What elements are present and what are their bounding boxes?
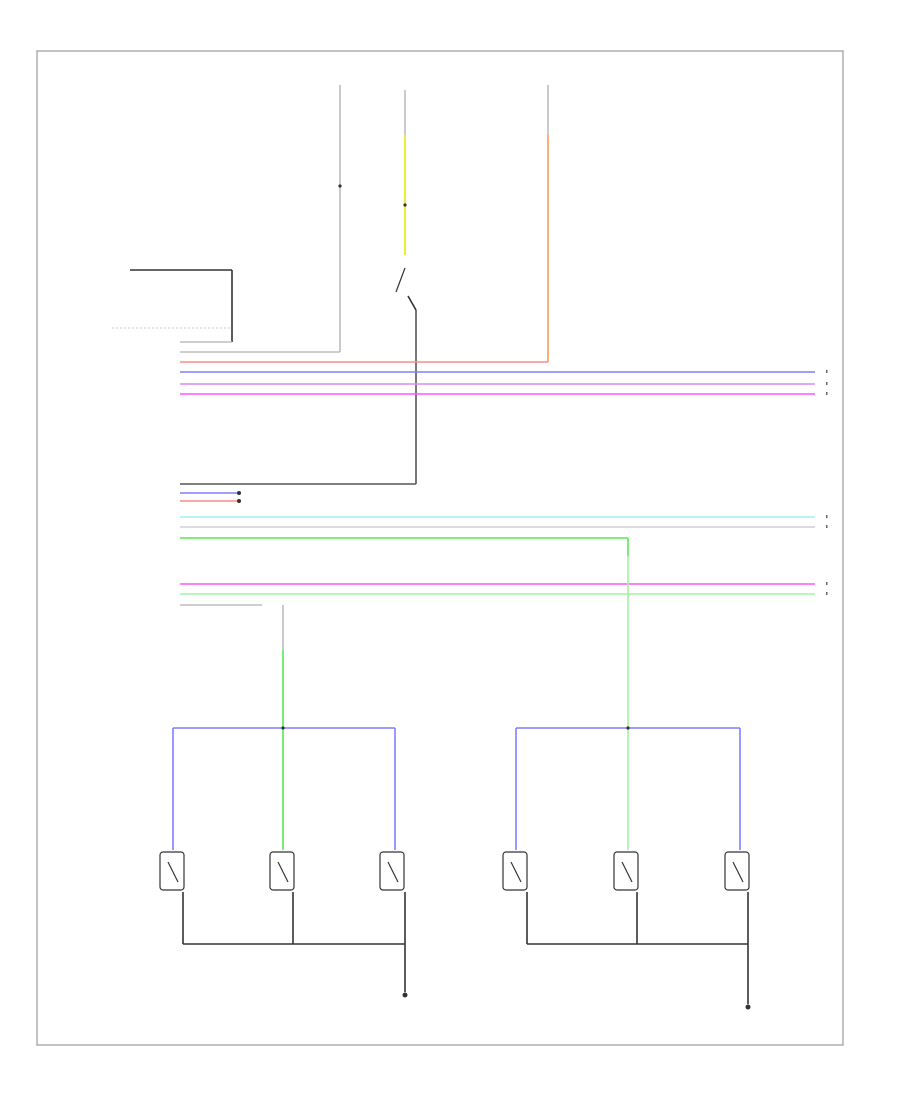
ground-right (745, 1004, 751, 1010)
switch-1 (159, 851, 185, 891)
pin-group-3 (180, 583, 815, 606)
diagram-frame (36, 50, 844, 1046)
right-connectors (826, 370, 828, 595)
wire-feed2-lower (407, 295, 417, 311)
pin-group-1 (180, 351, 815, 395)
switch-2 (269, 851, 295, 891)
feed-1 (338, 85, 342, 352)
feed1-node (338, 184, 342, 188)
ground-left (402, 992, 408, 998)
switch-4 (502, 851, 528, 891)
switch-3 (379, 851, 405, 891)
left-connector (112, 269, 233, 343)
switch-6 (724, 851, 750, 891)
key-switch-blade (395, 267, 406, 293)
feed-2 (395, 90, 417, 484)
right-switch-cluster (502, 538, 751, 1010)
feed2-splice (403, 203, 407, 207)
left-switch-cluster (159, 605, 408, 998)
pin-group-2 (180, 483, 815, 539)
switch-5 (613, 851, 639, 891)
